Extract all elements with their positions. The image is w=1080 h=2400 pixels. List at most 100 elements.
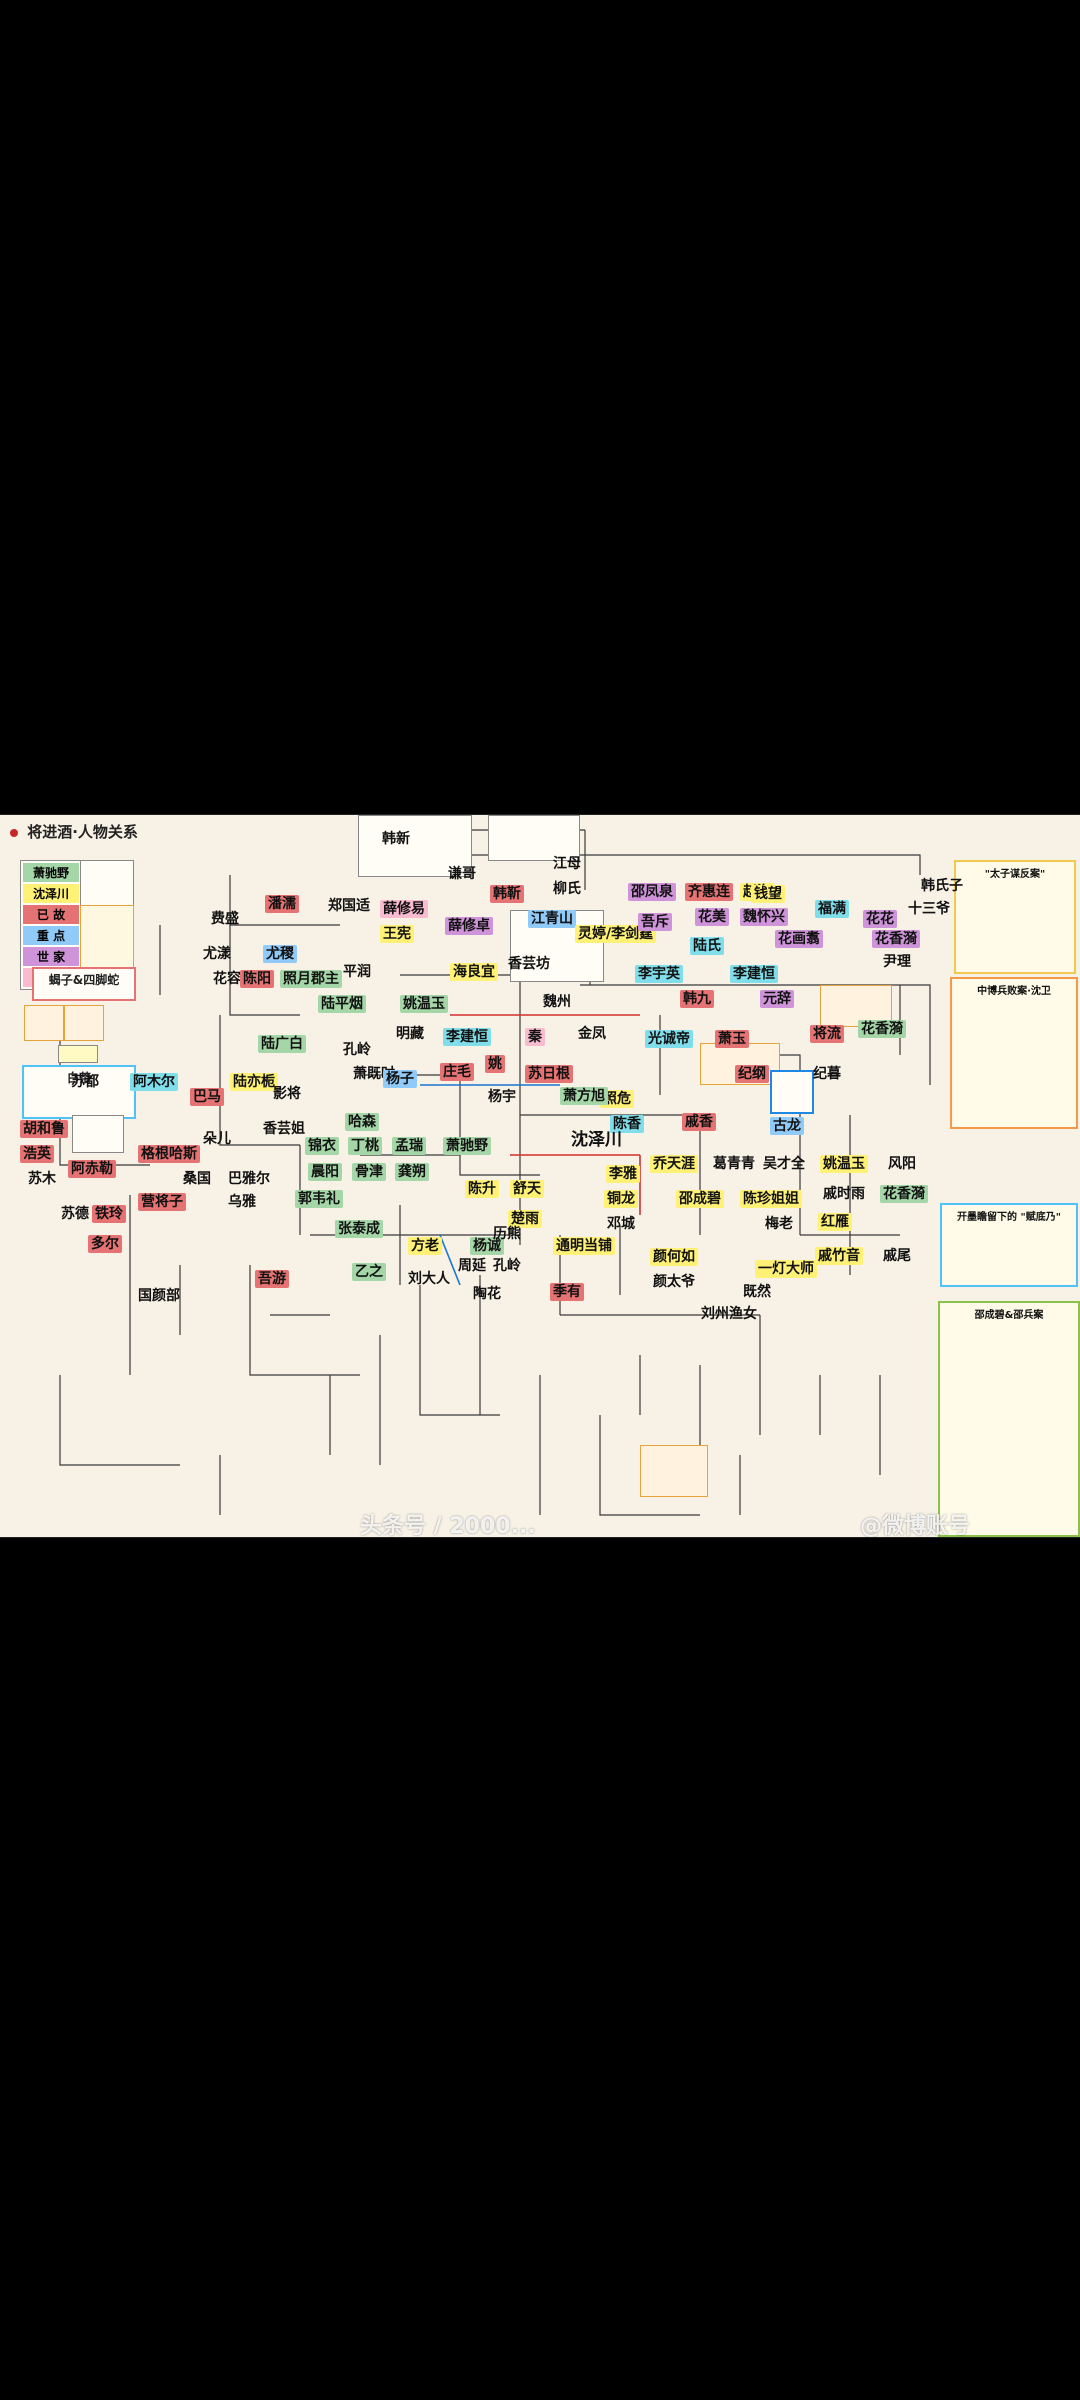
node-liushi2[interactable]: 陆氏 xyxy=(690,937,724,955)
node-jizao[interactable]: 纪纲 xyxy=(735,1065,769,1083)
node-hanxin[interactable]: 韩新 xyxy=(382,831,410,847)
node-qizhuyin[interactable]: 戚竹音 xyxy=(815,1247,863,1265)
node-dengcheng[interactable]: 邓城 xyxy=(607,1216,635,1232)
node-xiangyunfang[interactable]: 香芸坊 xyxy=(508,956,550,972)
node-shaofengquan[interactable]: 邵凤泉 xyxy=(628,883,676,901)
node-feisheng[interactable]: 费盛 xyxy=(211,911,239,927)
node-hudu[interactable]: 胡和鲁 xyxy=(20,1120,68,1138)
node-hadaiqi[interactable]: 哈森 xyxy=(345,1113,379,1131)
node-dingtao[interactable]: 丁桃 xyxy=(348,1137,382,1155)
node-sudeng[interactable]: 苏德 xyxy=(61,1206,89,1222)
node-luguangbai[interactable]: 陆广白 xyxy=(258,1035,306,1053)
node-liudaren[interactable]: 刘大人 xyxy=(408,1271,450,1287)
node-zhangtaicheng[interactable]: 张泰成 xyxy=(335,1220,383,1238)
node-luyibai[interactable]: 陆亦栀 xyxy=(230,1073,278,1091)
node-wucai[interactable]: 吴才全 xyxy=(763,1156,805,1172)
node-zhouyan[interactable]: 周延 xyxy=(458,1258,486,1274)
node-pandu[interactable]: 潘濡 xyxy=(265,895,299,913)
node-huamengzhao[interactable]: 花画翥 xyxy=(775,930,823,948)
node-tongming[interactable]: 通明当铺 xyxy=(553,1237,615,1255)
node-jiangqingshan[interactable]: 江青山 xyxy=(528,910,576,928)
node-wangxian[interactable]: 王宪 xyxy=(380,925,414,943)
node-huamei[interactable]: 花美 xyxy=(695,908,729,926)
node-jiran[interactable]: 既然 xyxy=(743,1284,771,1300)
node-kongling-2[interactable]: 孔岭 xyxy=(493,1258,521,1274)
node-jiaoer[interactable]: 朵儿 xyxy=(203,1131,231,1147)
node-shenzechuan[interactable]: 沈泽川 xyxy=(571,1130,622,1150)
node-chuaili[interactable]: 楚雨 xyxy=(508,1210,542,1228)
node-hongyan[interactable]: 红雁 xyxy=(818,1213,852,1231)
node-jinlin[interactable]: 锦衣 xyxy=(305,1137,339,1155)
node-qianwang[interactable]: 钱望 xyxy=(751,885,785,903)
node-liya[interactable]: 李雅 xyxy=(606,1165,640,1183)
node-sumu[interactable]: 苏木 xyxy=(28,1171,56,1187)
node-qin[interactable]: 秦 xyxy=(525,1028,545,1046)
node-jinfeng[interactable]: 金凤 xyxy=(578,1026,606,1042)
node-duoer[interactable]: 多尔 xyxy=(88,1235,122,1253)
node-youyang[interactable]: 尤漾 xyxy=(203,946,231,962)
node-zhaowei[interactable]: 照危 xyxy=(600,1090,634,1108)
node-shiyige[interactable]: 十三爷 xyxy=(908,901,950,917)
node-jiangqian[interactable]: 萧玉 xyxy=(715,1030,749,1048)
node-jizhan[interactable]: 纪暮 xyxy=(813,1066,841,1082)
node-lingting[interactable]: 灵婷/李剑霆 xyxy=(575,925,657,943)
node-yantaiye[interactable]: 颜太爷 xyxy=(653,1274,695,1290)
node-zhuangmao[interactable]: 庄毛 xyxy=(440,1063,474,1081)
node-weizhou[interactable]: 魏州 xyxy=(543,994,571,1010)
node-xiaoshen[interactable]: 萧驰野 xyxy=(443,1137,491,1155)
node-suri[interactable]: 苏日根 xyxy=(525,1065,573,1083)
node-sudu[interactable]: 苏都 xyxy=(71,1074,99,1090)
node-wuchi[interactable]: 吾斥 xyxy=(638,913,672,931)
node-pingrun[interactable]: 平润 xyxy=(343,964,371,980)
node-lupingyan[interactable]: 陆平烟 xyxy=(318,995,366,1013)
node-huaxiang-3[interactable]: 花香漪 xyxy=(880,1185,928,1203)
node-qiqing[interactable]: 齐惠连 xyxy=(685,883,733,901)
node-lilin[interactable]: 李宇英 xyxy=(635,965,683,983)
node-yao[interactable]: 姚 xyxy=(485,1055,505,1073)
node-xiangyunj[interactable]: 香芸姐 xyxy=(263,1121,305,1137)
node-guomin[interactable]: 郭韦礼 xyxy=(295,1190,343,1208)
node-qiwei[interactable]: 戚尾 xyxy=(883,1248,911,1264)
node-huaxiang-2[interactable]: 花香漪 xyxy=(858,1020,906,1038)
node-liushi[interactable]: 柳氏 xyxy=(553,881,581,897)
node-liuzhou[interactable]: 刘州渔女 xyxy=(701,1306,757,1322)
node-yinli-2[interactable]: 风阳 xyxy=(888,1156,916,1172)
relationship-poster[interactable]: 将进酒·人物关系 萧驰野 沈泽川 已 故 重 点 世 家 寒 门 蝎子&四脚蛇 … xyxy=(0,815,1080,1537)
node-xiaofangxu[interactable]: 萧方旭 xyxy=(560,1087,608,1105)
node-bayar[interactable]: 巴雅尔 xyxy=(228,1171,270,1187)
node-youji[interactable]: 尤稷 xyxy=(263,945,297,963)
node-menrui[interactable]: 孟瑞 xyxy=(392,1137,426,1155)
node-guangming[interactable]: 光诚帝 xyxy=(645,1030,693,1048)
node-gubeiqi[interactable]: 国颜部 xyxy=(138,1288,180,1304)
node-yaowenyu[interactable]: 姚温玉 xyxy=(820,1155,868,1173)
node-lishi[interactable]: 历熊 xyxy=(493,1226,521,1242)
node-baima[interactable]: 巴马 xyxy=(190,1088,224,1106)
node-zhaoyuebao[interactable]: 照月郡主 xyxy=(280,970,342,988)
node-gongsu[interactable]: 龚朔 xyxy=(395,1163,429,1181)
node-xuexiu[interactable]: 薛修易 xyxy=(380,900,428,918)
node-gebingyi[interactable]: 葛青青 xyxy=(713,1156,755,1172)
node-qixiang[interactable]: 戚香 xyxy=(682,1113,716,1131)
node-wuyou[interactable]: 吾游 xyxy=(255,1270,289,1288)
node-haifuren[interactable]: 海良宜 xyxy=(450,963,498,981)
node-xuexiu2[interactable]: 薛修卓 xyxy=(445,917,493,935)
node-gulong[interactable]: 古龙 xyxy=(770,1117,804,1135)
node-qishidan[interactable]: 戚时雨 xyxy=(823,1186,865,1202)
node-fuhuang[interactable]: 福满 xyxy=(815,900,849,918)
node-kongling[interactable]: 孔岭 xyxy=(343,1042,371,1058)
node-adang[interactable]: 阿木尔 xyxy=(130,1073,178,1091)
node-qiaotianya[interactable]: 乔天涯 xyxy=(650,1155,698,1173)
node-lijian[interactable]: 李建恒 xyxy=(730,965,778,983)
node-yizhi[interactable]: 乙之 xyxy=(352,1263,386,1281)
node-chensheng[interactable]: 陈升 xyxy=(465,1180,499,1198)
node-yangyu[interactable]: 杨宇 xyxy=(488,1089,516,1105)
node-shutian[interactable]: 舒天 xyxy=(510,1180,544,1198)
node-chenxiang[interactable]: 陈香 xyxy=(610,1115,644,1133)
node-sangguo[interactable]: 桑国 xyxy=(183,1171,211,1187)
node-aqiao[interactable]: 阿赤勒 xyxy=(68,1160,116,1178)
node-mingzang[interactable]: 明藏 xyxy=(396,1026,424,1042)
node-chenzhen[interactable]: 陈珍姐姐 xyxy=(740,1190,802,1208)
node-hanjiu[interactable]: 韩九 xyxy=(680,990,714,1008)
node-yangzi[interactable]: 杨子 xyxy=(383,1070,417,1088)
node-jiangqing[interactable]: 江母 xyxy=(553,856,581,872)
